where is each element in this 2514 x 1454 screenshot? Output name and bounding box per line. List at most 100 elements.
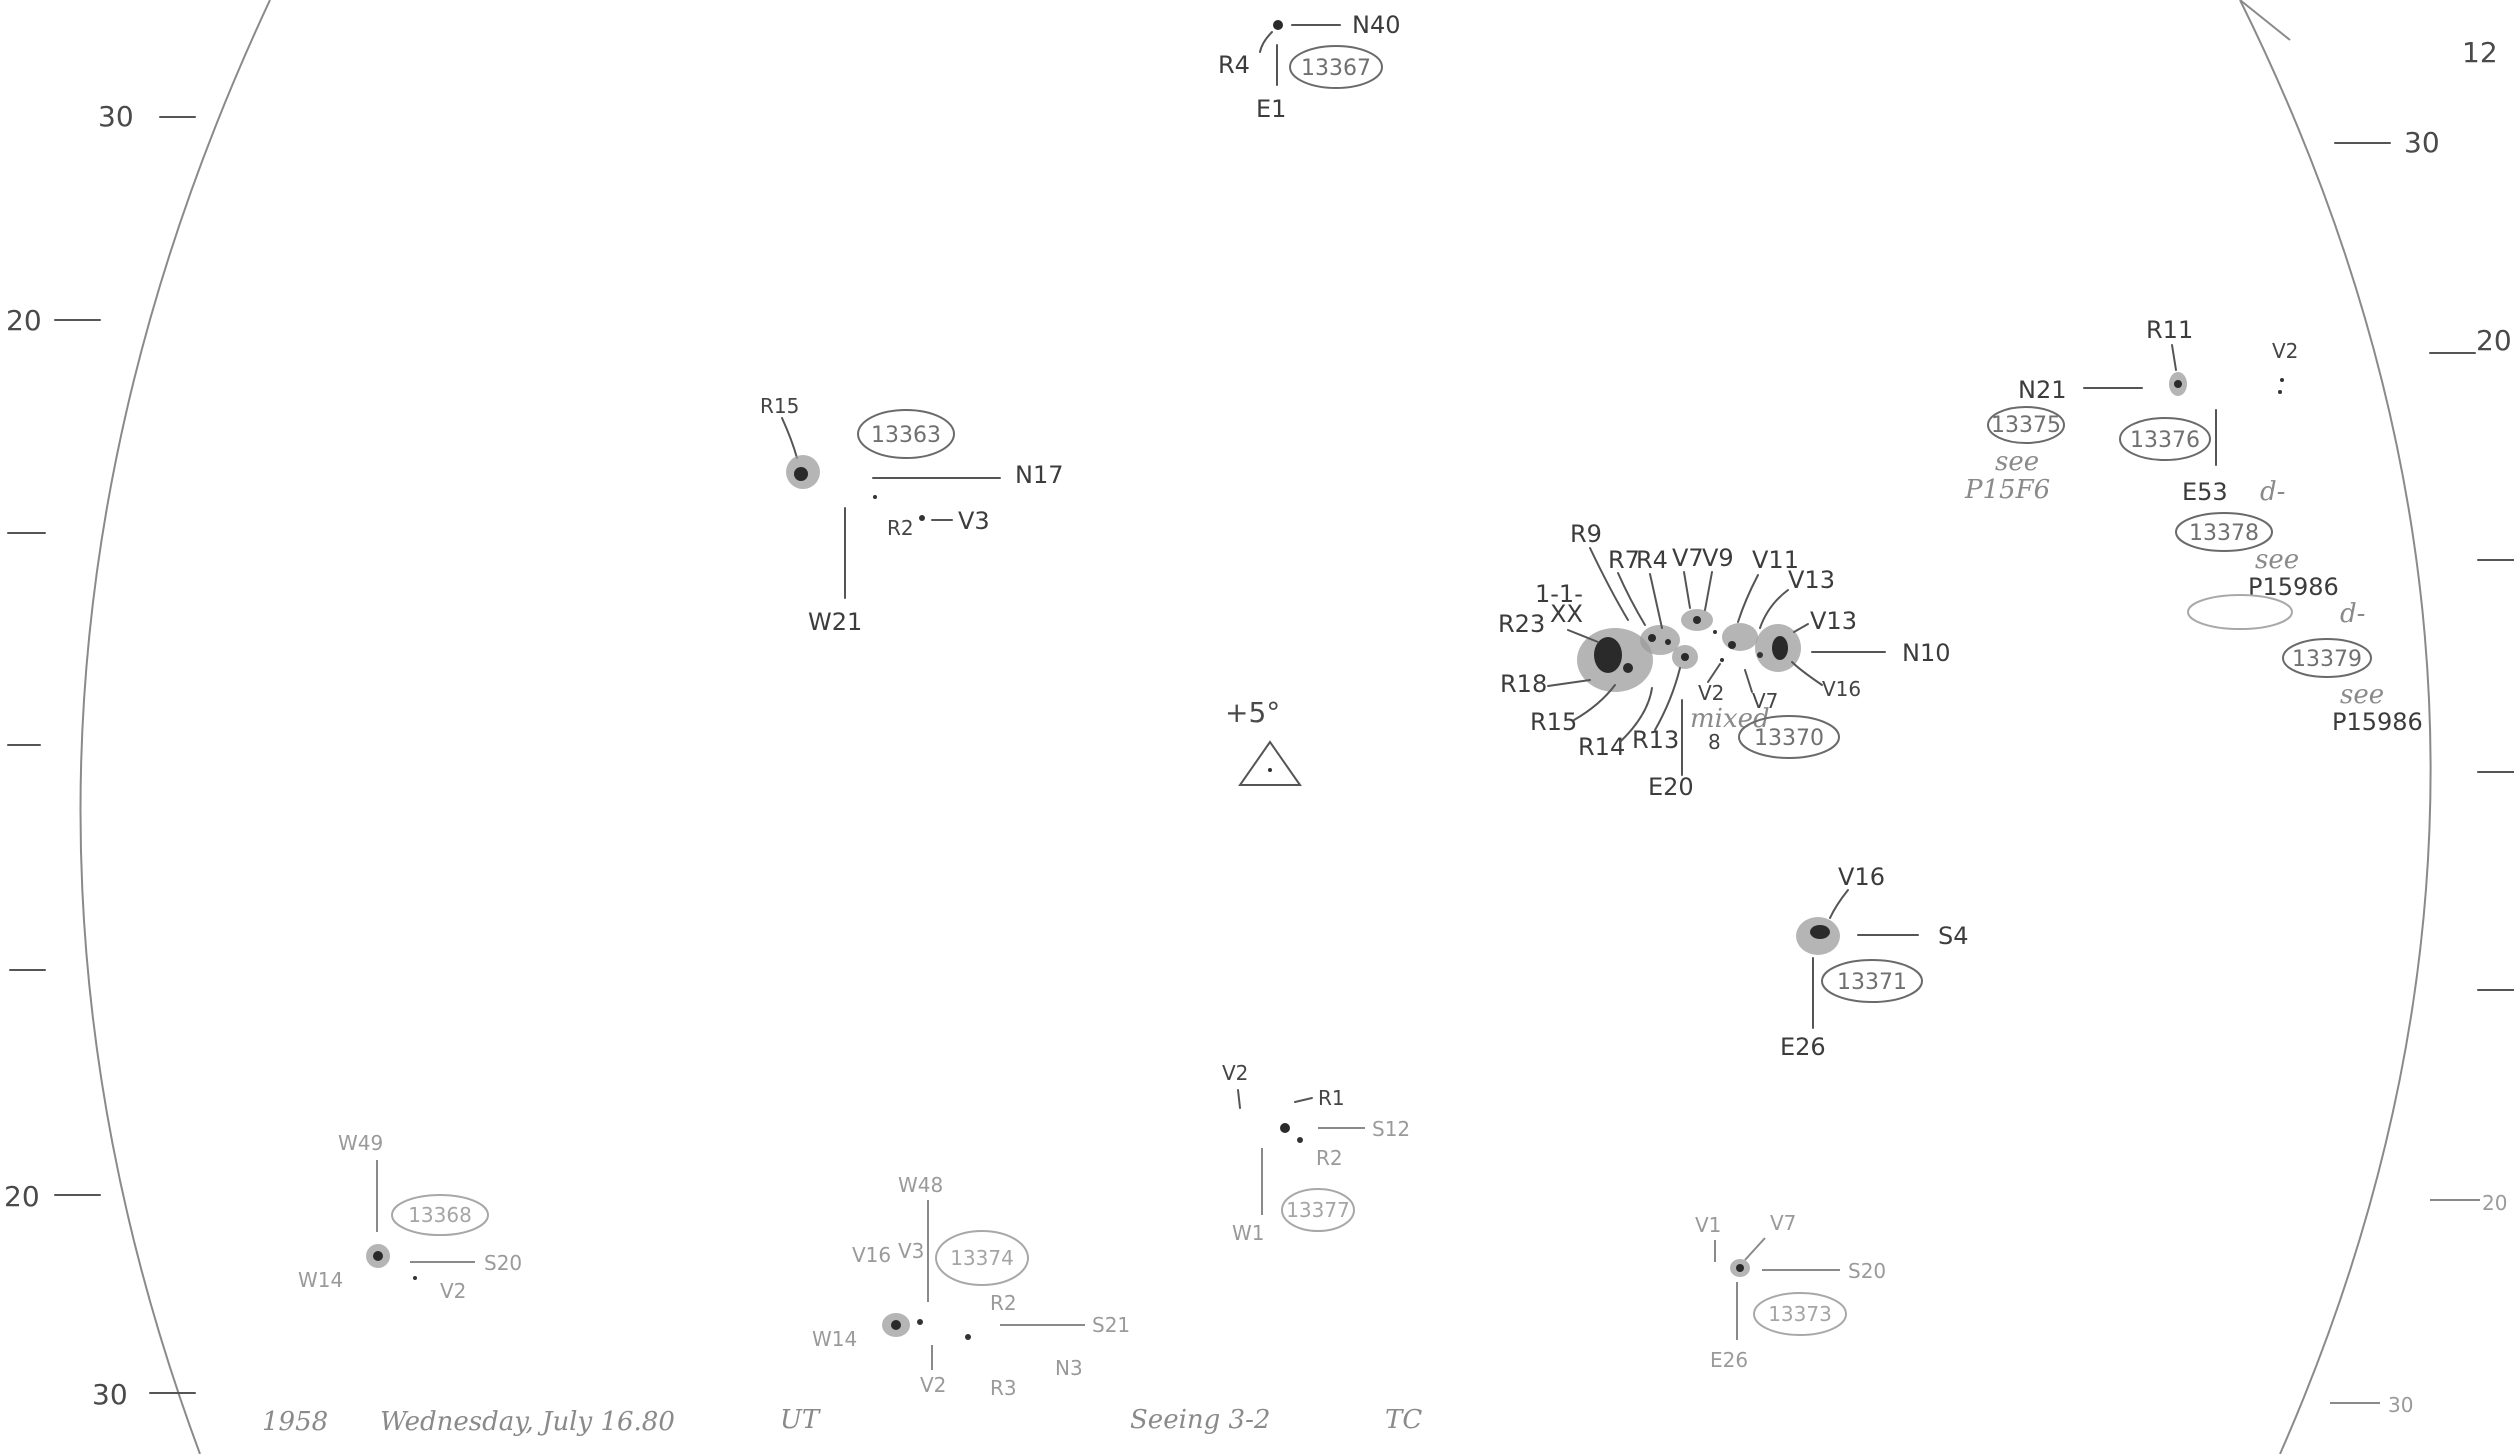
left-tick-label: 30	[98, 100, 134, 133]
region-13368: W49 13368 W14 S20 V2	[298, 1131, 522, 1303]
region-label: R18	[1500, 670, 1547, 698]
corner-label: 12	[2462, 36, 2498, 69]
observation-footer: 1958 Wednesday, July 16.80 UT Seeing 3-2…	[262, 1405, 1422, 1437]
region-note: see	[2340, 680, 2384, 710]
region-label: W1	[1232, 1221, 1265, 1245]
region-label: V7	[1672, 544, 1704, 572]
region-label: 1-1-	[1535, 580, 1583, 608]
region-label: E20	[1648, 773, 1694, 801]
region-13363: R15 13363 N17 R2 V3 W21	[760, 394, 1064, 636]
region-number: 13368	[408, 1203, 472, 1227]
region-number: 13371	[1837, 970, 1907, 995]
region-label: E26	[1710, 1348, 1748, 1372]
region-label: V11	[1752, 546, 1799, 574]
region-label: V16	[1822, 677, 1861, 701]
region-label: R14	[1578, 733, 1625, 761]
region-label: V2	[1698, 681, 1724, 705]
left-limb-arc	[79, 0, 271, 1454]
region-label: E26	[1780, 1033, 1826, 1061]
region-label: S4	[1938, 922, 1969, 950]
region-number: 13377	[1286, 1198, 1350, 1222]
region-label: d-	[2340, 599, 2365, 629]
region-label: 8	[1708, 730, 1721, 754]
region-note-ref: P15F6	[1964, 475, 2050, 505]
region-label: S20	[484, 1251, 522, 1275]
center-triangle-icon	[1238, 740, 1302, 786]
region-note: mixed	[1690, 704, 1770, 734]
region-label: W21	[808, 608, 862, 636]
left-tick-label: 20	[6, 304, 42, 337]
region-label: R7	[1608, 546, 1640, 574]
region-label: XX	[1550, 600, 1583, 628]
region-label: R11	[2146, 316, 2193, 344]
footer-observer: TC	[1385, 1405, 1422, 1435]
footer-date: Wednesday, July 16.80	[380, 1407, 675, 1437]
region-label: N21	[2018, 376, 2067, 404]
region-label: V16	[1838, 863, 1885, 891]
region-number: 13370	[1754, 726, 1824, 751]
region-label: N17	[1015, 461, 1064, 489]
region-label: N40	[1352, 11, 1401, 39]
region-label: W48	[898, 1173, 943, 1197]
region-label: S21	[1092, 1313, 1130, 1337]
region-label: R1	[1318, 1086, 1345, 1110]
right-tick-label: 30	[2404, 126, 2440, 159]
region-label: V16	[852, 1243, 891, 1267]
region-13374: W48 13374 V16 V3 R2 W14 S21 V2 R3 N3	[812, 1173, 1130, 1400]
region-13379: d- 13379 see P15986	[2187, 594, 2423, 736]
region-13370: R9 R7 R4 V7 V9 V11 V13 V13 1-1- XX R23 R…	[1498, 520, 1951, 801]
region-label: S20	[1848, 1259, 1886, 1283]
right-tick-label: 30	[2388, 1393, 2413, 1417]
region-label: E53	[2182, 478, 2228, 506]
region-label: R23	[1498, 610, 1545, 638]
right-tick-label: 20	[2476, 324, 2512, 357]
region-13373: V1 V7 S20 13373 E26	[1695, 1211, 1886, 1372]
region-note-ref: P15986	[2332, 708, 2423, 736]
region-label: V1	[1695, 1213, 1721, 1237]
region-label: R9	[1570, 520, 1602, 548]
region-label: d-	[2260, 477, 2285, 507]
region-label: R4	[1218, 51, 1250, 79]
region-label: W14	[812, 1327, 857, 1351]
region-label: R15	[1530, 708, 1577, 736]
disk-center-marker: +5°	[1225, 696, 1302, 786]
region-label: V2	[2272, 339, 2298, 363]
region-number: 13376	[2130, 428, 2200, 453]
region-label: V3	[898, 1239, 924, 1263]
region-number: 13367	[1301, 56, 1371, 81]
region-label: V7	[1770, 1211, 1796, 1235]
region-label: N10	[1902, 639, 1951, 667]
region-13375: N21 13375 see P15F6	[1964, 376, 2143, 505]
top-right-edge-mark	[2239, 0, 2291, 41]
region-13377: V2 R1 S12 R2 13377 W1	[1222, 1061, 1410, 1245]
left-limb-scale: 30 20 20 30	[4, 100, 196, 1411]
region-label: R3	[990, 1376, 1017, 1400]
region-label: E1	[1256, 95, 1286, 123]
region-label: R15	[760, 394, 799, 418]
right-tick-label: 20	[2482, 1191, 2507, 1215]
region-note: see	[1995, 447, 2039, 477]
region-13367: N40 R4 13367 E1	[1218, 11, 1401, 123]
region-label: N3	[1055, 1356, 1083, 1380]
footer-time: UT	[780, 1405, 821, 1435]
region-label: V7	[1752, 689, 1778, 713]
footer-year: 1958	[262, 1407, 328, 1437]
region-label: V3	[958, 507, 990, 535]
region-label: V13	[1810, 607, 1857, 635]
region-label: R4	[1636, 546, 1668, 574]
region-label: R2	[990, 1291, 1017, 1315]
right-limb-arc	[2239, 0, 2432, 1454]
region-label: W14	[298, 1268, 343, 1292]
region-number: 13378	[2189, 521, 2259, 546]
region-label: V13	[1788, 566, 1835, 594]
region-number: 13374	[950, 1246, 1014, 1270]
region-label: W49	[338, 1131, 383, 1155]
region-number: 13375	[1991, 413, 2061, 438]
region-label: S12	[1372, 1117, 1410, 1141]
region-label: V2	[920, 1373, 946, 1397]
region-number: 13363	[871, 423, 941, 448]
right-limb-scale: 30 20 20 30 12	[2330, 36, 2514, 1417]
region-label: R2	[1316, 1146, 1343, 1170]
center-latitude-label: +5°	[1225, 696, 1280, 729]
